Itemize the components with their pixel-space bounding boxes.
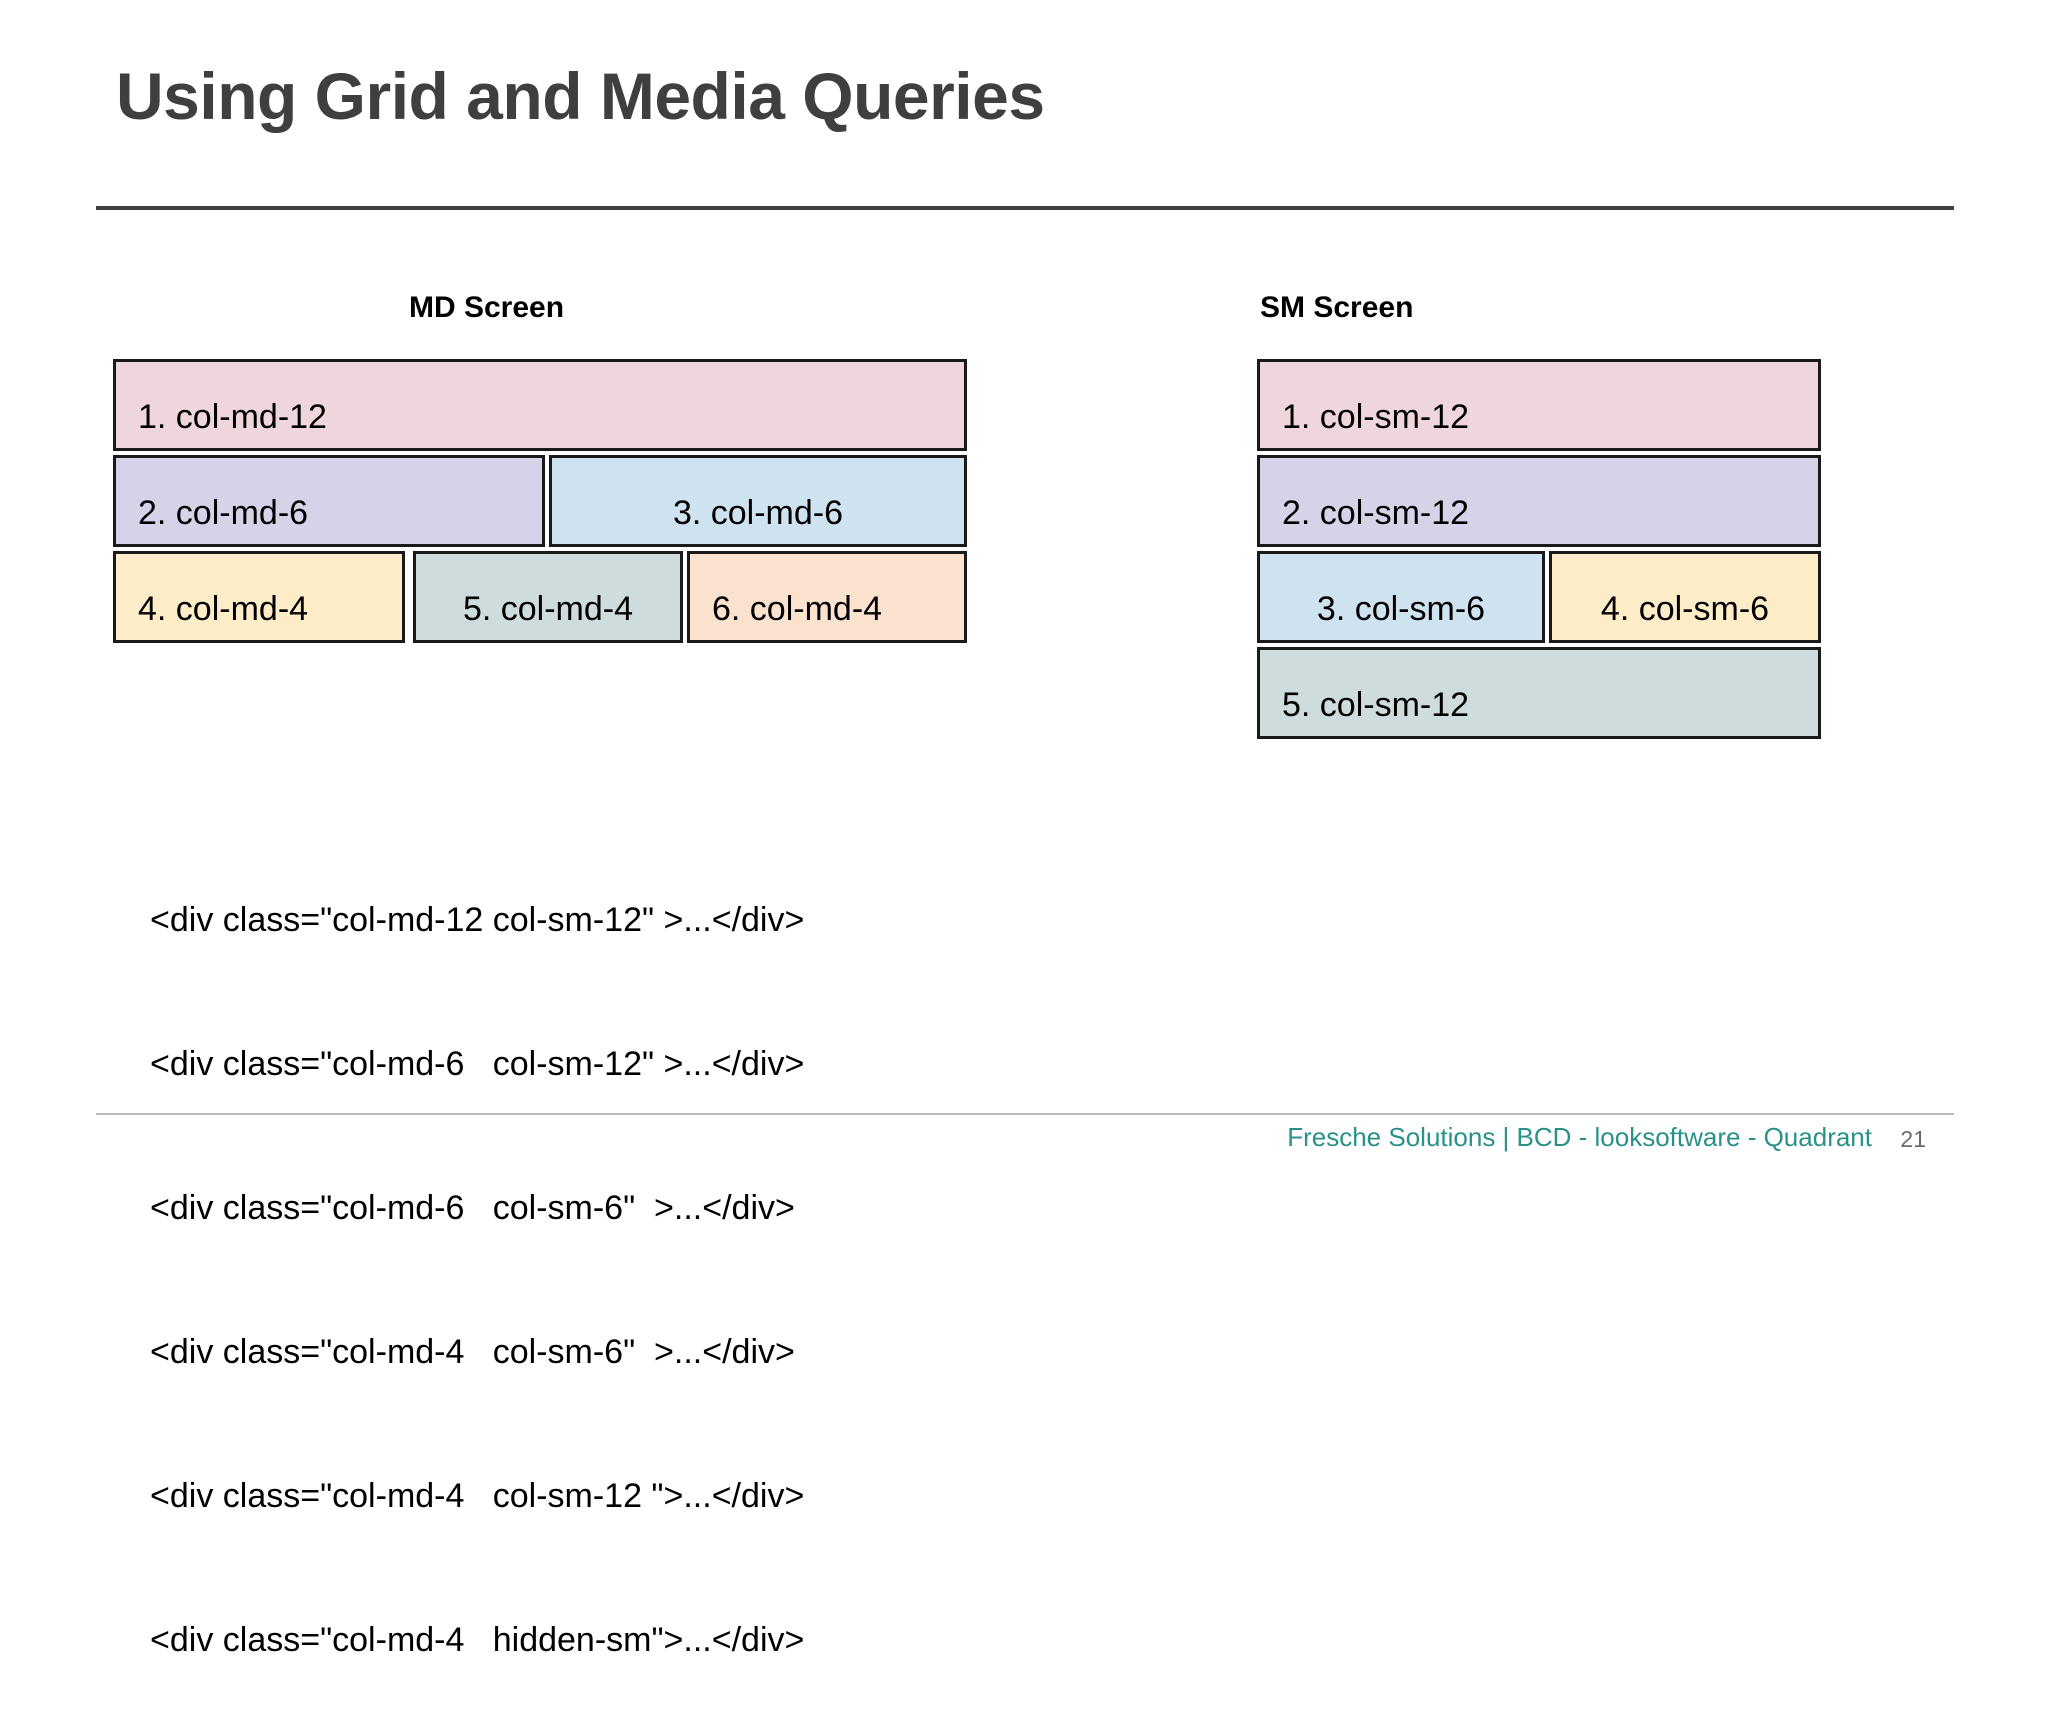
sm-grid-box-4-label: 4. col-sm-6 xyxy=(1600,590,1770,628)
md-grid-box-5[interactable]: 5. col-md-4 xyxy=(413,551,683,643)
md-grid-box-3[interactable]: 3. col-md-6 xyxy=(549,455,967,547)
md-grid-box-4[interactable]: 4. col-md-4 xyxy=(113,551,405,643)
sm-grid-box-3-label: 3. col-sm-6 xyxy=(1316,590,1486,628)
page-title: Using Grid and Media Queries xyxy=(116,59,1045,133)
code-line-3: <div class="col-md-6 col-sm-6" >...</div… xyxy=(150,1189,795,1227)
sm-grid-box-4[interactable]: 4. col-sm-6 xyxy=(1549,551,1821,643)
md-grid-box-2[interactable]: 2. col-md-6 xyxy=(113,455,545,547)
md-grid-box-2-label: 2. col-md-6 xyxy=(138,494,309,532)
sm-grid-box-5-label: 5. col-sm-12 xyxy=(1282,686,1470,724)
title-divider xyxy=(96,206,1954,210)
footer-divider xyxy=(96,1113,1954,1115)
page-number: 21 xyxy=(1900,1126,1926,1152)
md-grid-box-4-label: 4. col-md-4 xyxy=(138,590,309,628)
sm-grid-box-5[interactable]: 5. col-sm-12 xyxy=(1257,647,1821,739)
code-line-1: <div class="col-md-12 col-sm-12" >...</d… xyxy=(150,901,805,939)
sm-grid-box-3[interactable]: 3. col-sm-6 xyxy=(1257,551,1545,643)
md-grid-box-5-label: 5. col-md-4 xyxy=(462,590,634,628)
sm-screen-heading: SM Screen xyxy=(1260,291,1414,324)
code-listing: <div class="col-md-12 col-sm-12" >...</d… xyxy=(150,800,804,1712)
md-grid-box-6-label: 6. col-md-4 xyxy=(712,590,883,628)
md-grid-box-1[interactable]: 1. col-md-12 xyxy=(113,359,967,451)
md-screen-heading: MD Screen xyxy=(409,291,565,324)
code-line-4: <div class="col-md-4 col-sm-6" >...</div… xyxy=(150,1333,795,1371)
code-line-5: <div class="col-md-4 col-sm-12 ">...</di… xyxy=(150,1477,805,1515)
md-grid-box-1-label: 1. col-md-12 xyxy=(138,398,327,436)
code-line-2: <div class="col-md-6 col-sm-12" >...</di… xyxy=(150,1045,805,1083)
md-grid-box-6[interactable]: 6. col-md-4 xyxy=(687,551,967,643)
sm-grid-box-2-label: 2. col-sm-12 xyxy=(1282,494,1470,532)
md-grid-box-3-label: 3. col-md-6 xyxy=(672,494,844,532)
sm-grid-box-1[interactable]: 1. col-sm-12 xyxy=(1257,359,1821,451)
code-line-6: <div class="col-md-4 hidden-sm">...</div… xyxy=(150,1621,805,1659)
sm-grid-box-2[interactable]: 2. col-sm-12 xyxy=(1257,455,1821,547)
slide-canvas: { "slide": { "title": "Using Grid and Me… xyxy=(96,59,1954,1659)
sm-grid-box-1-label: 1. col-sm-12 xyxy=(1282,398,1470,436)
footer-credit: Fresche Solutions | BCD - looksoftware -… xyxy=(1287,1122,1872,1152)
